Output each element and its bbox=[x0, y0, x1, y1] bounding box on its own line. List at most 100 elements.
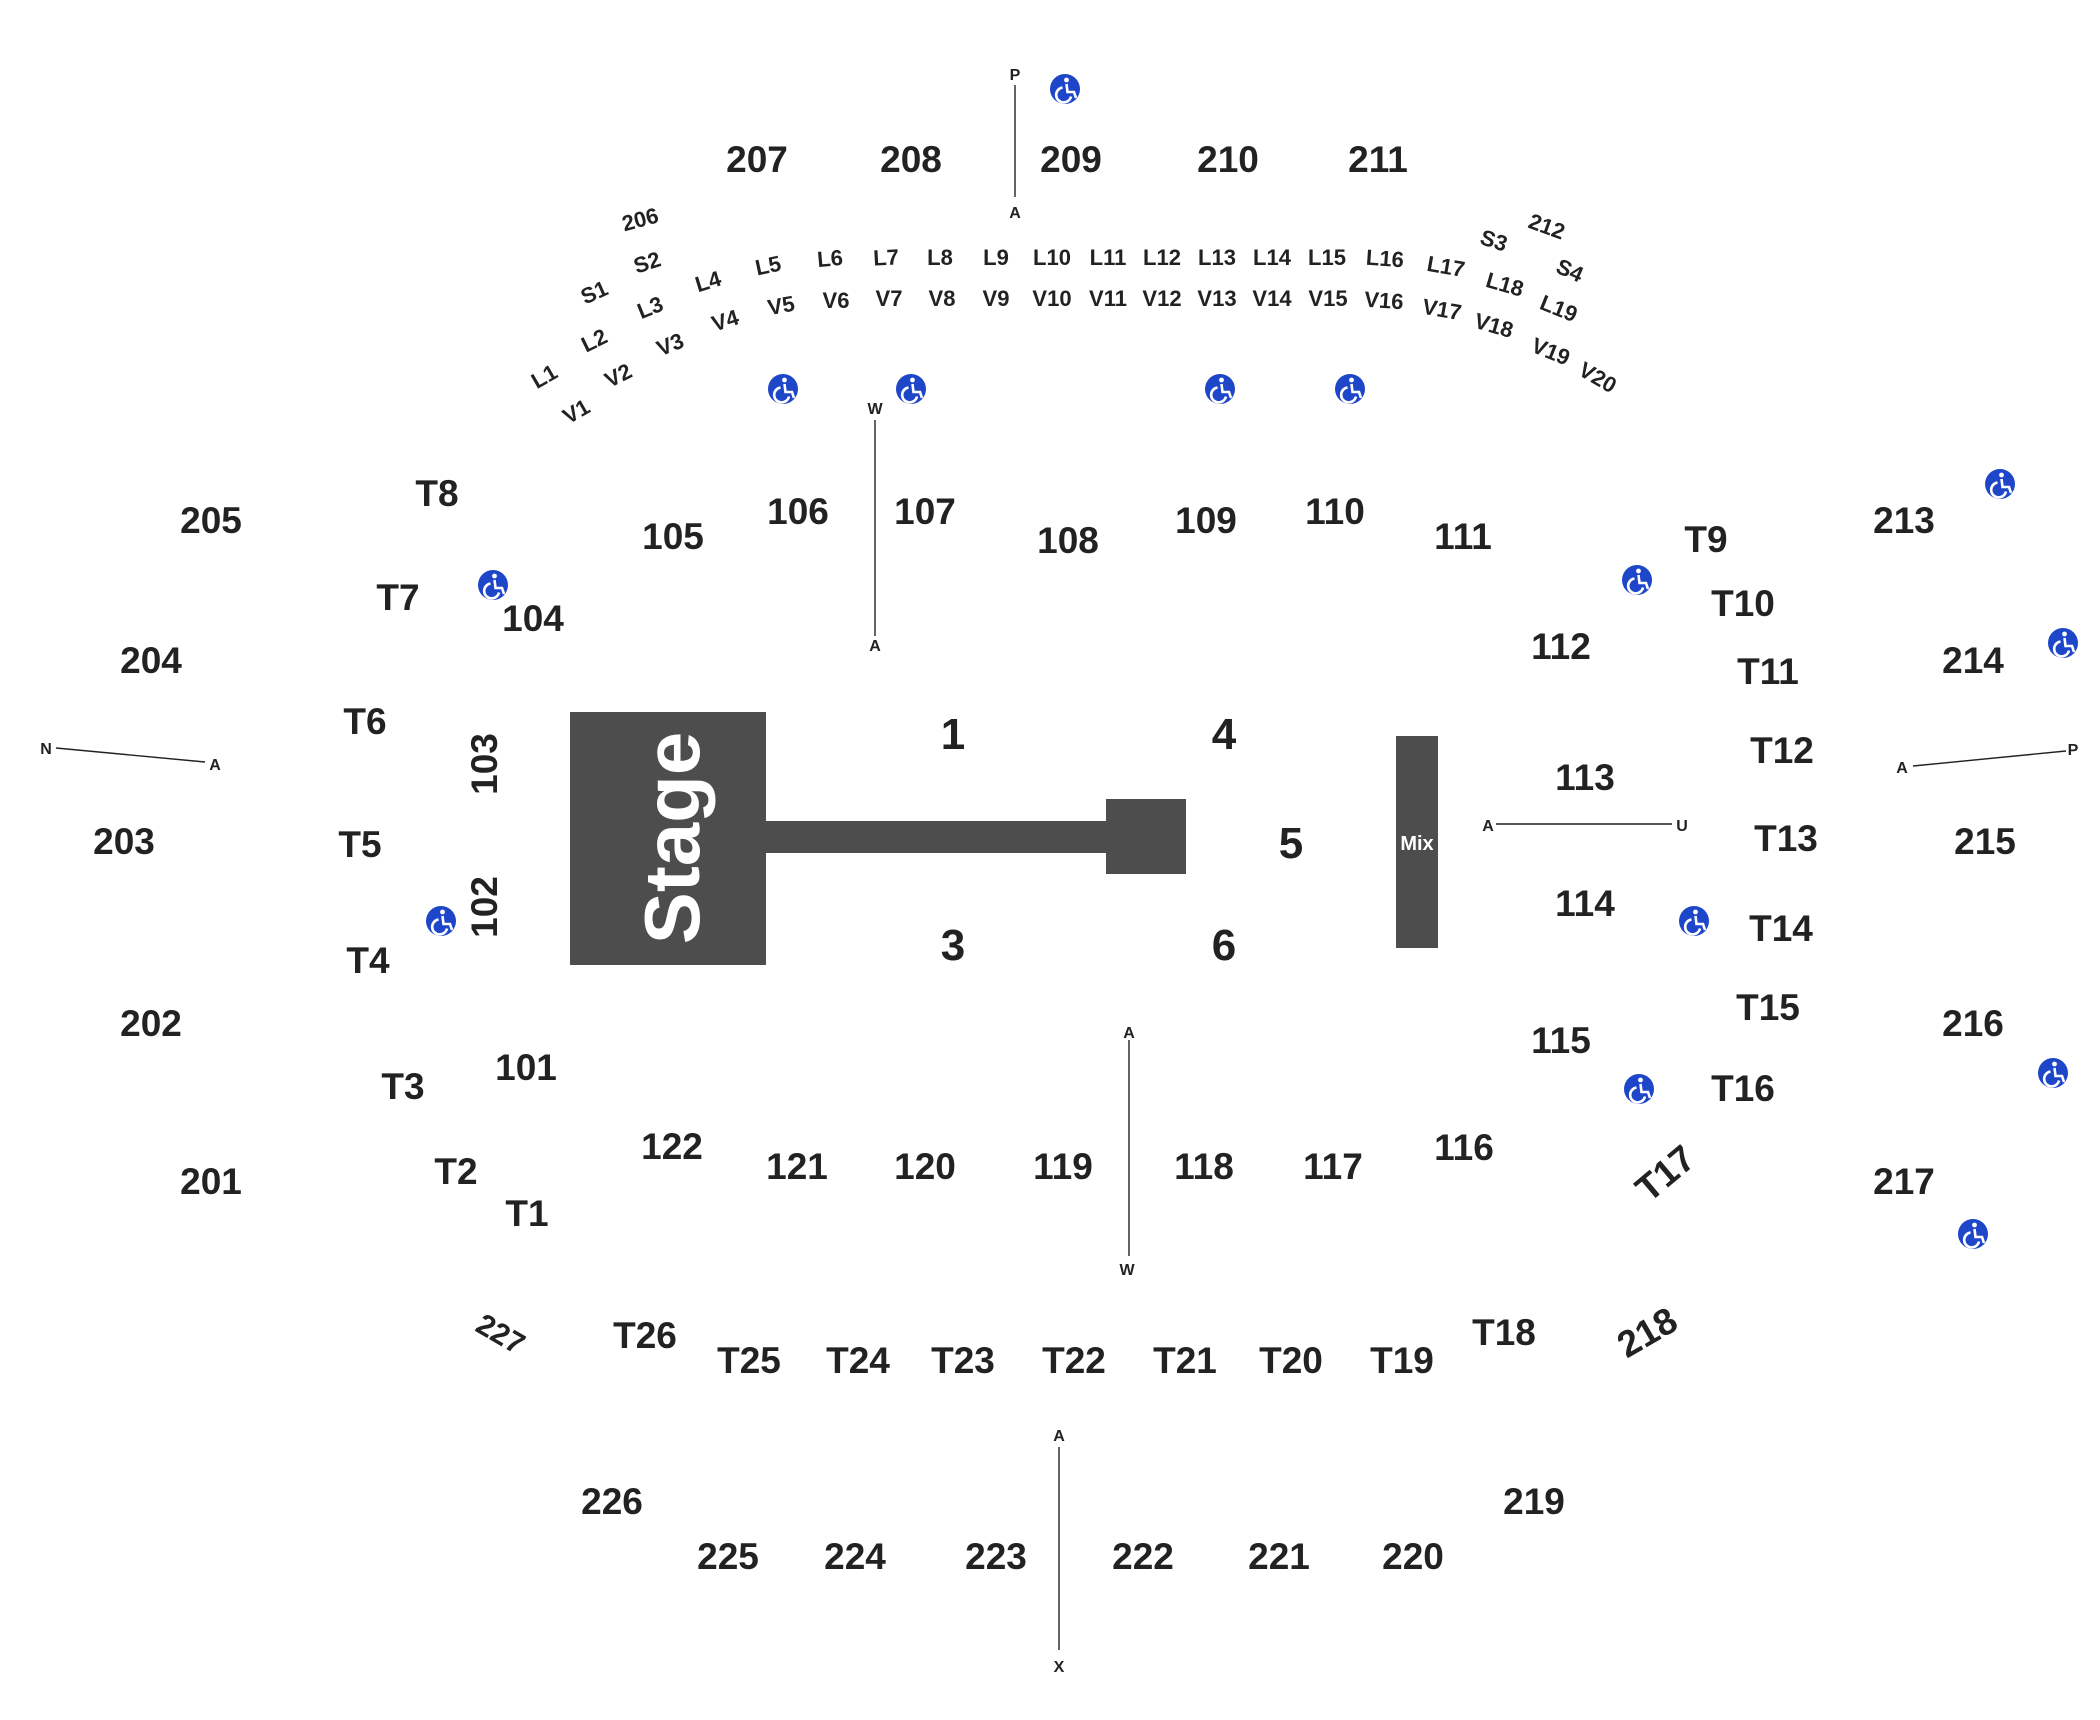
section-211[interactable]: 211 bbox=[1348, 139, 1408, 180]
section-217[interactable]: 217 bbox=[1873, 1161, 1935, 1202]
section-204[interactable]: 204 bbox=[120, 640, 182, 681]
row-l6[interactable]: L6 bbox=[816, 245, 844, 272]
table-t7[interactable]: T7 bbox=[376, 577, 419, 618]
section-212[interactable]: 212 bbox=[1525, 208, 1568, 244]
row-l15[interactable]: L15 bbox=[1308, 245, 1346, 270]
section-208[interactable]: 208 bbox=[880, 139, 942, 180]
table-t18[interactable]: T18 bbox=[1472, 1312, 1536, 1353]
table-t24[interactable]: T24 bbox=[826, 1340, 890, 1381]
section-216[interactable]: 216 bbox=[1942, 1003, 2004, 1044]
section-105[interactable]: 105 bbox=[642, 516, 704, 557]
table-t20[interactable]: T20 bbox=[1259, 1340, 1323, 1381]
table-t21[interactable]: T21 bbox=[1153, 1340, 1217, 1381]
row-l17[interactable]: L17 bbox=[1425, 251, 1467, 282]
section-120[interactable]: 120 bbox=[894, 1146, 956, 1187]
row-s4[interactable]: S4 bbox=[1552, 254, 1587, 288]
section-203[interactable]: 203 bbox=[93, 821, 155, 862]
section-214[interactable]: 214 bbox=[1942, 640, 2004, 681]
table-t2[interactable]: T2 bbox=[434, 1151, 477, 1192]
section-226[interactable]: 226 bbox=[581, 1481, 643, 1522]
table-t25[interactable]: T25 bbox=[717, 1340, 781, 1381]
row-s3[interactable]: S3 bbox=[1477, 224, 1510, 256]
row-l10[interactable]: L10 bbox=[1033, 245, 1071, 270]
row-v20[interactable]: V20 bbox=[1575, 357, 1621, 398]
floor-section-1[interactable]: 1 bbox=[941, 710, 965, 759]
table-t9[interactable]: T9 bbox=[1684, 519, 1727, 560]
section-104[interactable]: 104 bbox=[502, 598, 564, 639]
row-v2[interactable]: V2 bbox=[601, 358, 636, 392]
floor-section-5[interactable]: 5 bbox=[1279, 819, 1303, 868]
section-213[interactable]: 213 bbox=[1873, 500, 1935, 541]
table-t1[interactable]: T1 bbox=[505, 1193, 548, 1234]
section-101[interactable]: 101 bbox=[495, 1047, 557, 1088]
section-224[interactable]: 224 bbox=[824, 1536, 886, 1577]
section-115[interactable]: 115 bbox=[1531, 1020, 1591, 1061]
table-t16[interactable]: T16 bbox=[1711, 1068, 1775, 1109]
row-v11[interactable]: V11 bbox=[1089, 286, 1127, 311]
row-v17[interactable]: V17 bbox=[1420, 294, 1463, 325]
row-v13[interactable]: V13 bbox=[1197, 286, 1236, 311]
section-116[interactable]: 116 bbox=[1434, 1127, 1494, 1168]
section-107[interactable]: 107 bbox=[894, 491, 956, 532]
section-201[interactable]: 201 bbox=[180, 1161, 242, 1202]
section-102[interactable]: 102 bbox=[464, 876, 505, 938]
section-209[interactable]: 209 bbox=[1040, 139, 1102, 180]
row-v7[interactable]: V7 bbox=[876, 286, 903, 311]
row-l4[interactable]: L4 bbox=[692, 266, 725, 298]
row-v1[interactable]: V1 bbox=[558, 394, 594, 429]
table-t5[interactable]: T5 bbox=[338, 824, 381, 865]
row-v14[interactable]: V14 bbox=[1252, 286, 1292, 311]
row-v10[interactable]: V10 bbox=[1032, 286, 1071, 311]
row-v16[interactable]: V16 bbox=[1364, 287, 1405, 315]
section-206[interactable]: 206 bbox=[619, 203, 661, 237]
section-223[interactable]: 223 bbox=[965, 1536, 1027, 1577]
table-t22[interactable]: T22 bbox=[1042, 1340, 1106, 1381]
floor-section-6[interactable]: 6 bbox=[1212, 921, 1236, 970]
table-t8[interactable]: T8 bbox=[415, 473, 458, 514]
row-l7[interactable]: L7 bbox=[873, 244, 900, 270]
row-l3[interactable]: L3 bbox=[634, 291, 667, 324]
section-219[interactable]: 219 bbox=[1503, 1481, 1565, 1522]
section-121[interactable]: 121 bbox=[766, 1146, 828, 1187]
row-v15[interactable]: V15 bbox=[1308, 286, 1347, 311]
section-225[interactable]: 225 bbox=[697, 1536, 759, 1577]
row-v5[interactable]: V5 bbox=[766, 291, 797, 320]
row-v18[interactable]: V18 bbox=[1472, 308, 1517, 343]
row-l19[interactable]: L19 bbox=[1537, 290, 1582, 327]
row-l11[interactable]: L11 bbox=[1090, 245, 1127, 270]
row-v3[interactable]: V3 bbox=[653, 328, 687, 361]
row-l16[interactable]: L16 bbox=[1365, 245, 1405, 273]
table-t19[interactable]: T19 bbox=[1370, 1340, 1434, 1381]
section-221[interactable]: 221 bbox=[1248, 1536, 1310, 1577]
section-109[interactable]: 109 bbox=[1175, 500, 1237, 541]
section-202[interactable]: 202 bbox=[120, 1003, 182, 1044]
row-l2[interactable]: L2 bbox=[577, 324, 611, 358]
row-l13[interactable]: L13 bbox=[1198, 245, 1236, 270]
section-222[interactable]: 222 bbox=[1112, 1536, 1174, 1577]
row-v6[interactable]: V6 bbox=[823, 288, 850, 313]
table-t4[interactable]: T4 bbox=[346, 940, 390, 981]
table-t17[interactable]: T17 bbox=[1628, 1137, 1703, 1209]
table-t6[interactable]: T6 bbox=[343, 701, 386, 742]
section-103[interactable]: 103 bbox=[464, 733, 505, 795]
section-215[interactable]: 215 bbox=[1954, 821, 2016, 862]
row-v8[interactable]: V8 bbox=[929, 286, 956, 311]
section-106[interactable]: 106 bbox=[767, 491, 829, 532]
floor-section-3[interactable]: 3 bbox=[941, 921, 965, 970]
row-v19[interactable]: V19 bbox=[1528, 333, 1574, 371]
section-119[interactable]: 119 bbox=[1033, 1146, 1093, 1187]
row-v9[interactable]: V9 bbox=[983, 286, 1010, 311]
table-t12[interactable]: T12 bbox=[1750, 730, 1814, 771]
table-t14[interactable]: T14 bbox=[1749, 908, 1813, 949]
row-v4[interactable]: V4 bbox=[709, 304, 743, 336]
section-114[interactable]: 114 bbox=[1555, 883, 1615, 924]
section-113[interactable]: 113 bbox=[1555, 757, 1615, 798]
table-t3[interactable]: T3 bbox=[381, 1066, 424, 1107]
section-218[interactable]: 218 bbox=[1610, 1299, 1684, 1365]
row-l12[interactable]: L12 bbox=[1143, 245, 1181, 270]
section-227[interactable]: 227 bbox=[470, 1308, 530, 1362]
section-220[interactable]: 220 bbox=[1382, 1536, 1444, 1577]
section-111[interactable]: 111 bbox=[1434, 516, 1492, 557]
table-t10[interactable]: T10 bbox=[1711, 583, 1775, 624]
section-207[interactable]: 207 bbox=[726, 139, 788, 180]
